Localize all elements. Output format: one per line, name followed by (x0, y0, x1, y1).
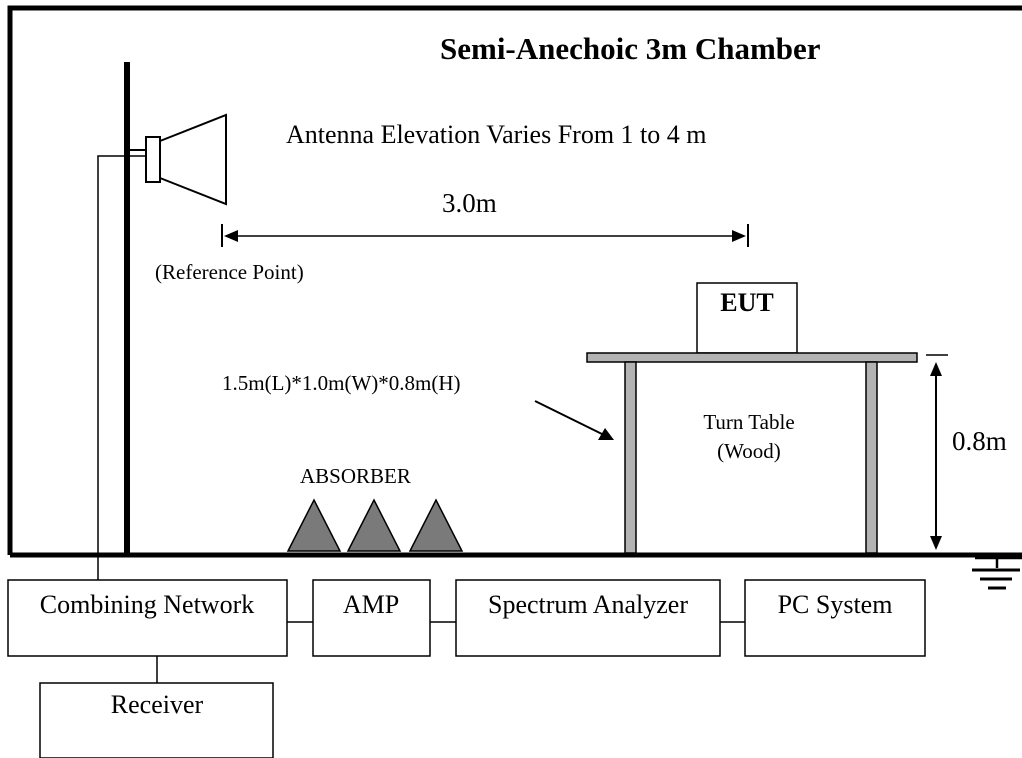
receiver-box (39, 682, 274, 758)
absorber-cone-2 (346, 498, 402, 552)
combining-network-label: Combining Network (40, 590, 255, 619)
spectrum-analyzer-box (455, 579, 721, 657)
pc-system-label: PC System (778, 590, 893, 619)
distance-dimension-arrow (221, 224, 749, 247)
table-leg-left (624, 361, 637, 554)
amp-box (312, 579, 431, 657)
table-leg-right (865, 361, 878, 554)
height-dimension-arrow (926, 354, 948, 550)
chamber-wall (7, 5, 1022, 555)
absorber-cone-icon (286, 498, 464, 552)
table-top (586, 352, 918, 363)
table-dimensions-label: 1.5m(L)*1.0m(W)*0.8m(H) (222, 371, 461, 395)
ground-symbol-icon (972, 556, 1022, 590)
receiver-label: Receiver (111, 690, 204, 719)
antenna-horn-icon (127, 113, 227, 206)
amp-label: AMP (343, 590, 399, 619)
diagram-title: Semi-Anechoic 3m Chamber (440, 31, 821, 66)
dimensions-pointer-arrow (534, 400, 614, 440)
antenna-elevation-note: Antenna Elevation Varies From 1 to 4 m (286, 120, 707, 149)
turn-table (586, 352, 918, 554)
eut-box (696, 282, 798, 354)
distance-label: 3.0m (442, 188, 497, 218)
absorber-cone-3 (408, 498, 464, 552)
table-height-label: 0.8m (952, 426, 1007, 456)
absorber-label: ABSORBER (300, 464, 411, 488)
antenna-cable (97, 155, 146, 595)
spectrum-analyzer-label: Spectrum Analyzer (488, 590, 688, 619)
equipment-chain: Combining Network AMP Spectrum Analyzer … (7, 579, 926, 758)
eut-label: EUT (720, 288, 773, 317)
turn-table-material-label: (Wood) (717, 439, 781, 463)
pc-system-box (744, 579, 926, 657)
turn-table-label: Turn Table (703, 410, 794, 434)
combining-network-box (7, 579, 288, 657)
absorber-cone-1 (286, 498, 342, 552)
reference-point-label: (Reference Point) (155, 260, 304, 284)
